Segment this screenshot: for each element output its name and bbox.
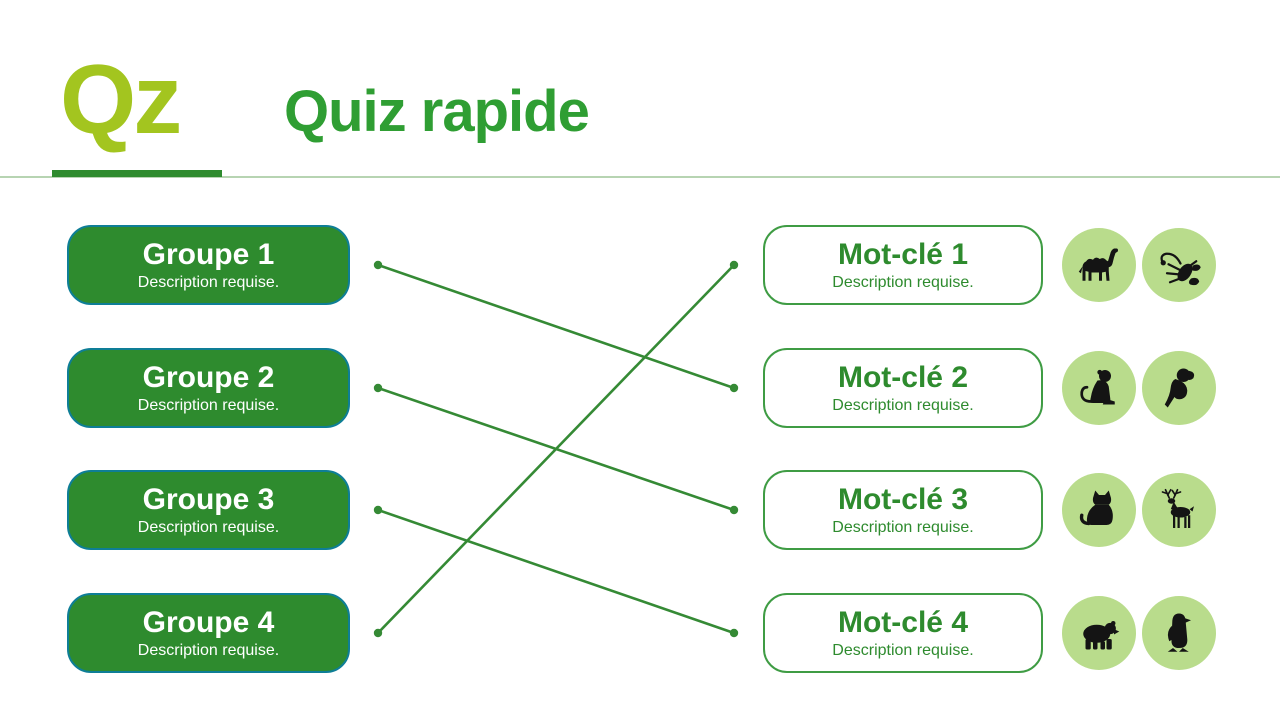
group-description: Description requise. bbox=[137, 518, 280, 536]
animal-chip-camel[interactable] bbox=[1062, 228, 1136, 302]
animal-chip-penguin[interactable] bbox=[1142, 596, 1216, 670]
animal-chip-cat[interactable] bbox=[1062, 473, 1136, 547]
keyword-label: Mot-clé 4 bbox=[837, 605, 969, 639]
group-button-2[interactable]: Groupe 2 Description requise. bbox=[67, 348, 350, 428]
animal-chip-scorpion[interactable] bbox=[1142, 228, 1216, 302]
keyword-card-2[interactable]: Mot-clé 2 Description requise. bbox=[763, 348, 1043, 428]
page-title: Quiz rapide bbox=[284, 79, 590, 144]
camel-icon bbox=[1078, 248, 1118, 281]
penguin-icon bbox=[1167, 613, 1191, 652]
group-label: Groupe 2 bbox=[142, 360, 275, 394]
keyword-label: Mot-clé 2 bbox=[837, 360, 969, 394]
cat-icon bbox=[1079, 490, 1113, 526]
group-label: Groupe 4 bbox=[142, 605, 275, 639]
deer-icon bbox=[1161, 488, 1194, 528]
group-label: Groupe 3 bbox=[142, 482, 275, 516]
app-logo: Qz bbox=[60, 44, 182, 154]
animal-chip-bear[interactable] bbox=[1062, 596, 1136, 670]
animal-chip-deer[interactable] bbox=[1142, 473, 1216, 547]
group-button-4[interactable]: Groupe 4 Description requise. bbox=[67, 593, 350, 673]
logo-underline bbox=[52, 170, 222, 177]
bear-icon bbox=[1083, 621, 1120, 650]
scorpion-icon bbox=[1160, 252, 1201, 286]
keyword-label: Mot-clé 1 bbox=[837, 237, 969, 271]
keyword-label: Mot-clé 3 bbox=[837, 482, 969, 516]
group-description: Description requise. bbox=[137, 273, 280, 291]
header-divider bbox=[0, 176, 1280, 178]
keyword-card-3[interactable]: Mot-clé 3 Description requise. bbox=[763, 470, 1043, 550]
keyword-card-4[interactable]: Mot-clé 4 Description requise. bbox=[763, 593, 1043, 673]
keyword-description: Description requise. bbox=[832, 273, 974, 291]
group-description: Description requise. bbox=[137, 641, 280, 659]
group-description: Description requise. bbox=[137, 396, 280, 414]
keyword-card-1[interactable]: Mot-clé 1 Description requise. bbox=[763, 225, 1043, 305]
animal-chip-parrot[interactable] bbox=[1142, 351, 1216, 425]
group-button-1[interactable]: Groupe 1 Description requise. bbox=[67, 225, 350, 305]
group-label: Groupe 1 bbox=[142, 237, 275, 271]
keyword-description: Description requise. bbox=[832, 641, 974, 659]
monkey-icon bbox=[1080, 369, 1115, 405]
group-button-3[interactable]: Groupe 3 Description requise. bbox=[67, 470, 350, 550]
keyword-description: Description requise. bbox=[832, 396, 974, 414]
keyword-description: Description requise. bbox=[832, 518, 974, 536]
parrot-icon bbox=[1164, 368, 1195, 408]
animal-chip-monkey[interactable] bbox=[1062, 351, 1136, 425]
